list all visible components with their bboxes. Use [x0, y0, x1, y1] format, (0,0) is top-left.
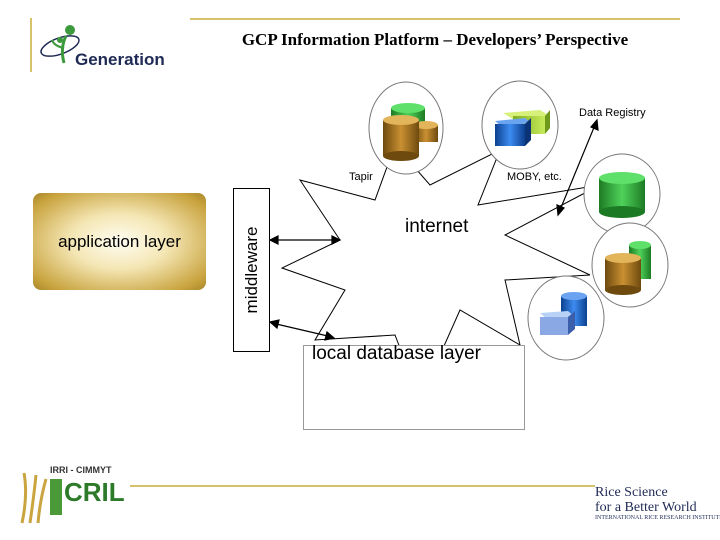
cril-text: CRIL — [64, 477, 125, 507]
tapir-label: Tapir — [349, 171, 373, 183]
irri-logo: Rice Science for a Better World INTERNAT… — [595, 485, 720, 530]
connector-arrows — [268, 118, 599, 341]
logo-text: Generation — [75, 50, 165, 69]
cril-top-text: IRRI - CIMMYT — [50, 465, 112, 475]
database-icon — [383, 103, 438, 161]
generation-logo — [30, 18, 190, 72]
database-icon — [495, 110, 550, 146]
irri-line2: for a Better World — [595, 500, 697, 515]
generation-logo-icon — [40, 25, 80, 64]
wheat-icon — [20, 472, 62, 524]
data-registry-label: Data Registry — [579, 107, 646, 119]
irri-line1: Rice Science — [595, 485, 668, 500]
internet-label: internet — [405, 216, 469, 237]
local-database-label: local database layer — [312, 343, 481, 364]
local-database-box: local database layer — [303, 343, 525, 430]
moby-label: MOBY, etc. — [507, 171, 562, 183]
cril-logo: IRRI - CIMMYT CRIL — [10, 465, 135, 527]
irri-line3: INTERNATIONAL RICE RESEARCH INSTITUTE — [595, 515, 720, 521]
database-icon — [599, 172, 645, 218]
application-layer-label: application layer — [58, 231, 181, 251]
header-top-rule — [190, 18, 680, 20]
middleware-box: middleware — [233, 188, 270, 352]
database-icon — [605, 241, 651, 295]
internet-cloud — [280, 144, 601, 402]
application-layer-box: application layer — [33, 193, 206, 290]
middleware-label: middleware — [241, 226, 261, 314]
footer-rule — [130, 485, 595, 487]
database-icon — [540, 292, 587, 335]
page-title: GCP Information Platform – Developers’ P… — [241, 30, 629, 49]
header-left-rule — [30, 18, 32, 72]
